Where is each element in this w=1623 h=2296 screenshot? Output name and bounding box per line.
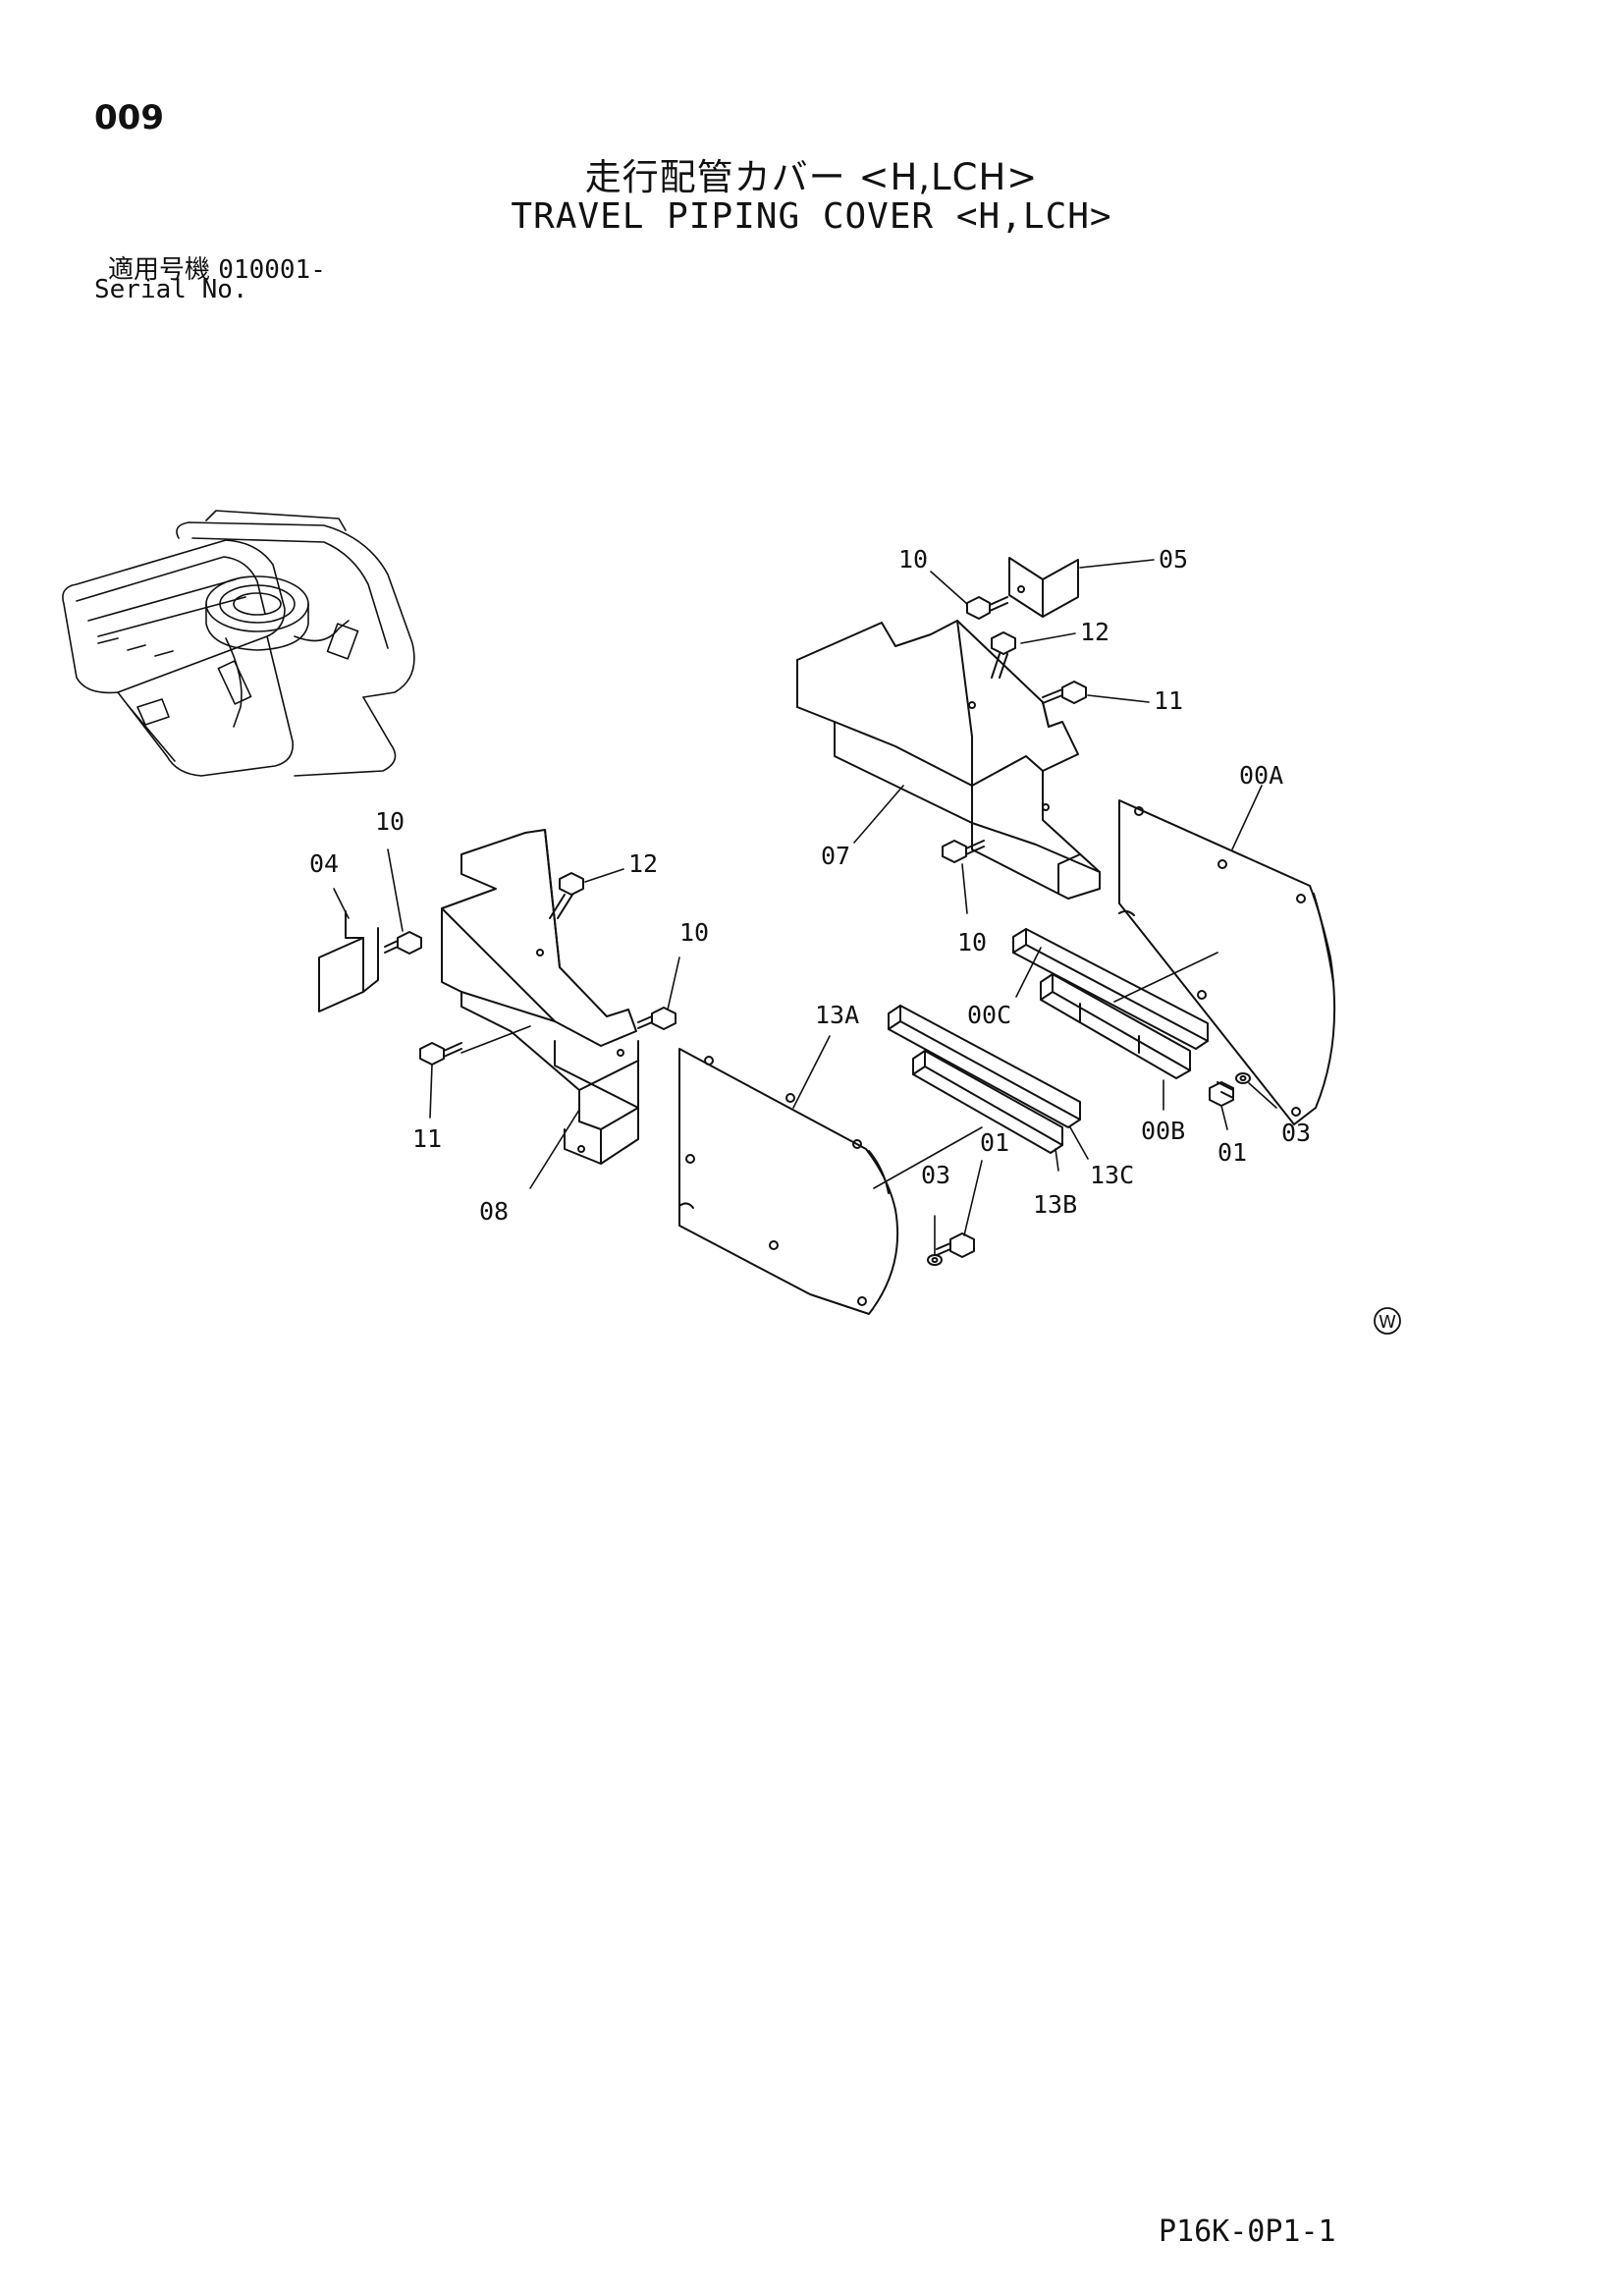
part-05-bracket	[1008, 557, 1079, 618]
part-13B-block	[912, 1050, 1063, 1154]
callout-11: 11	[412, 1124, 442, 1153]
serial-value: 010001-	[218, 255, 326, 285]
bolt-10-left	[384, 931, 422, 955]
callout-04: 04	[309, 849, 339, 878]
callout-12: 12	[628, 849, 658, 878]
part-04-bracket	[318, 910, 379, 1012]
part-00B-block	[1040, 973, 1191, 1079]
callout-01: 01	[1217, 1138, 1247, 1167]
callout-03: 03	[1281, 1119, 1311, 1147]
w-mark: W	[1374, 1307, 1401, 1335]
bolt-01-right	[1209, 1081, 1234, 1107]
title-english: TRAVEL PIPING COVER <H,LCH>	[511, 196, 1112, 237]
callout-00A: 00A	[1239, 761, 1283, 790]
serial-line-japanese: 適用号機 010001-	[108, 249, 326, 286]
page-number: 009	[94, 98, 164, 137]
callout-10: 10	[679, 918, 709, 947]
w-mark-letter: W	[1379, 1312, 1396, 1333]
callout-10: 10	[898, 545, 928, 574]
callout-03: 03	[921, 1161, 950, 1189]
part-00C-block	[1012, 928, 1209, 1050]
bolt-12-left	[549, 872, 584, 919]
callout-08: 08	[479, 1197, 509, 1226]
callout-00C: 00C	[967, 1001, 1011, 1029]
part-07-piping-cover	[796, 620, 1101, 900]
bolt-12-top	[991, 631, 1016, 679]
callout-10: 10	[375, 807, 405, 836]
part-13A-panel	[678, 1048, 899, 1315]
callout-11: 11	[1154, 686, 1183, 715]
title-japanese: 走行配管カバー <H,LCH>	[584, 156, 1039, 198]
callout-13A: 13A	[815, 1001, 859, 1029]
undercarriage-locator-sketch	[62, 510, 415, 777]
bolt-01-left	[936, 1232, 975, 1258]
callout-12: 12	[1080, 618, 1109, 646]
bolt-10-right	[637, 1007, 676, 1030]
callout-07: 07	[821, 842, 850, 870]
serial-label-english: Serial No.	[94, 275, 248, 304]
part-08-piping-cover	[441, 829, 639, 1165]
callout-13C: 13C	[1090, 1161, 1134, 1189]
callout-labels: 10 05 12 11 00A 07 10 00C 00B 03 01 10 0…	[309, 545, 1311, 1226]
callout-13B: 13B	[1033, 1190, 1077, 1219]
callout-01: 01	[980, 1128, 1009, 1157]
document-code: P16K-0P1-1	[1159, 2214, 1336, 2249]
washer-03-left	[927, 1254, 943, 1266]
callout-10: 10	[957, 928, 987, 957]
callout-00B: 00B	[1141, 1117, 1185, 1145]
bolt-10-middle	[942, 840, 985, 863]
bolt-11-top	[1042, 681, 1087, 704]
washer-03-right	[1235, 1072, 1251, 1084]
part-13C-block	[888, 1005, 1081, 1128]
part-00A-panel	[1118, 799, 1336, 1125]
leader-lines	[333, 559, 1277, 1256]
callout-05: 05	[1159, 545, 1188, 574]
bolt-10-top	[966, 596, 1008, 620]
bolt-11-left	[419, 1042, 462, 1066]
serial-label-jp: 適用号機	[108, 255, 211, 285]
